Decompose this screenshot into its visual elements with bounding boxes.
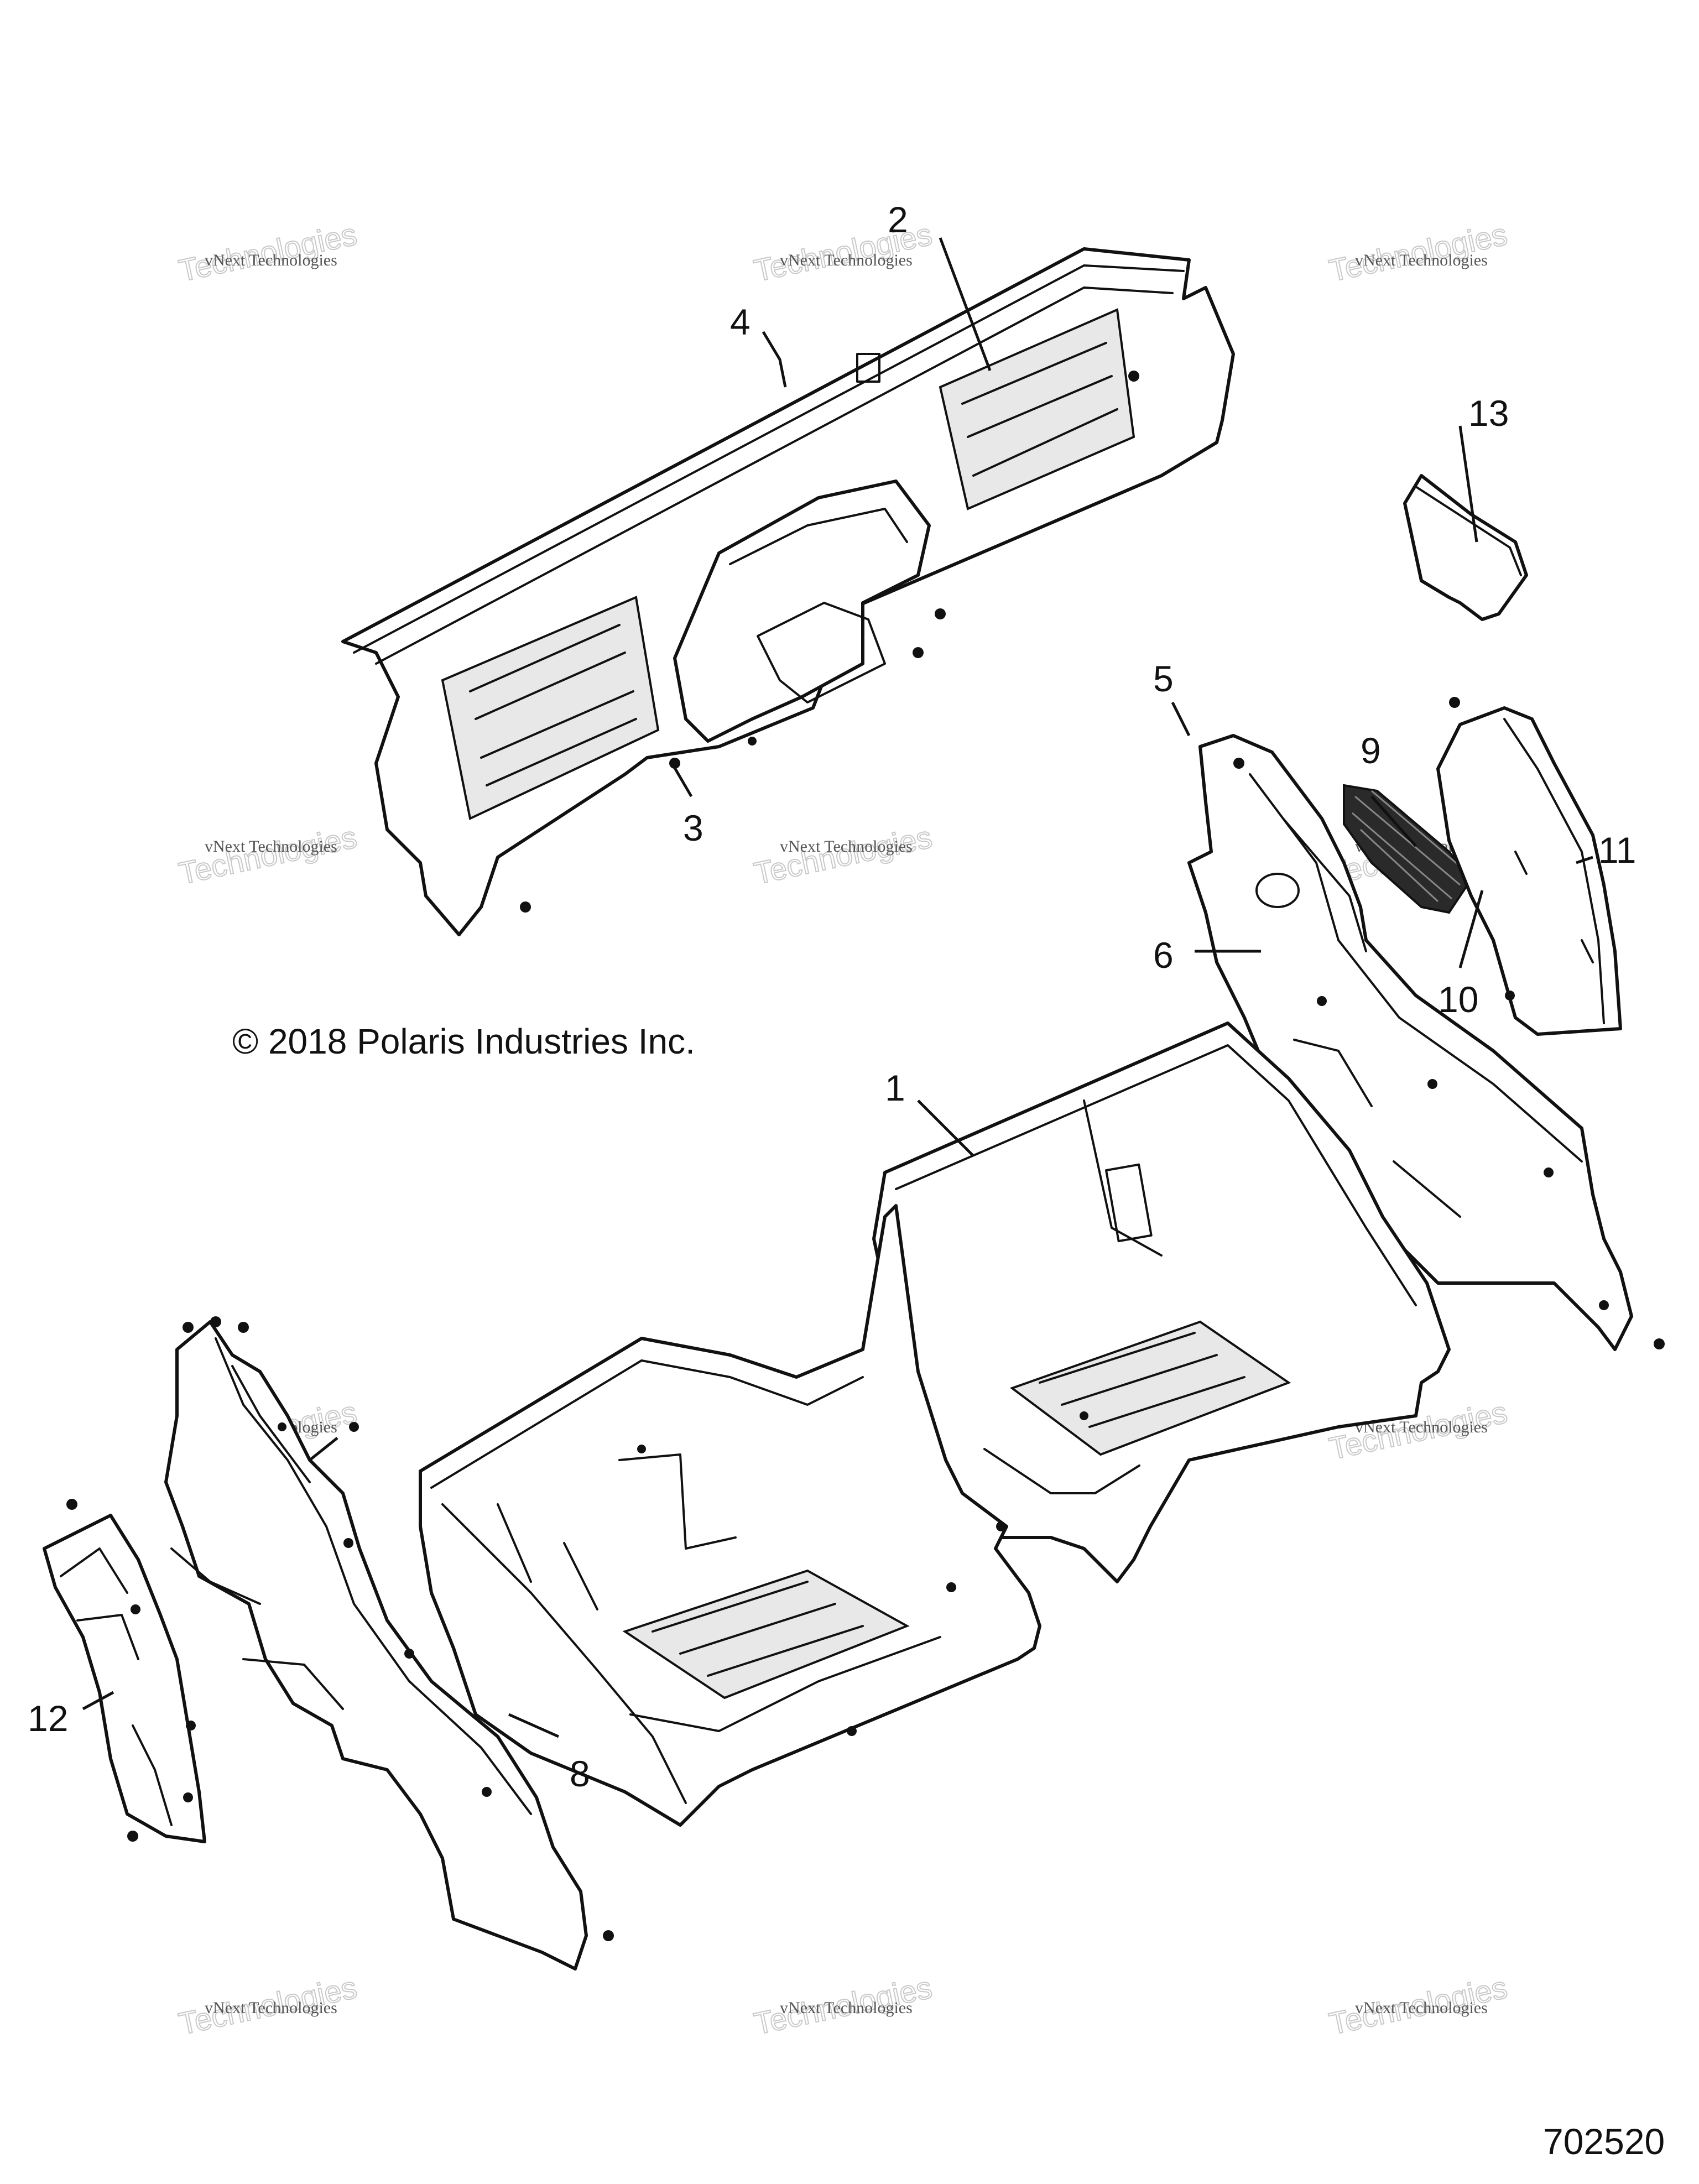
part-11-right-trim-cover [1436, 697, 1622, 1036]
part-6-right-side-panel [1187, 734, 1665, 1351]
callout-8: 8 [570, 1753, 590, 1794]
watermark-text: vNext Technologies [1355, 251, 1488, 269]
watermark-text: vNext Technologies [780, 837, 913, 856]
callout-4: 4 [730, 301, 751, 342]
callout-labels: 2 4 13 5 9 3 11 6 10 1 8 12 [28, 199, 1637, 1794]
watermark-text: vNext Technologies [780, 1999, 913, 2017]
part-9-grille [1343, 784, 1473, 914]
watermark-text: vNext Technologies [780, 251, 913, 269]
figure-number: 702520 [1543, 2121, 1665, 2162]
watermark-text: vNext Technologies [1355, 1999, 1488, 2017]
left-side-panel [164, 1316, 614, 1971]
callout-9: 9 [1361, 730, 1381, 771]
copyright-notice: © 2018 Polaris Industries Inc. [232, 1021, 695, 1061]
callout-6: 6 [1153, 935, 1174, 976]
watermark-text: vNext Technologies [205, 251, 337, 269]
callout-12: 12 [28, 1698, 68, 1739]
leader-lines [82, 237, 1593, 1738]
watermark-text: vNext Technologies [205, 837, 337, 856]
callout-5: 5 [1153, 658, 1174, 699]
callout-10: 10 [1438, 979, 1478, 1020]
part-13-bracket [1403, 474, 1528, 621]
part-12-left-trim [43, 1499, 206, 1843]
callout-11: 11 [1598, 830, 1637, 871]
watermark-text: vNext Technologies [205, 1999, 337, 2017]
part-1-floor-tub [419, 1021, 1451, 1827]
callout-1: 1 [885, 1067, 905, 1108]
callout-2: 2 [888, 199, 908, 240]
callout-13: 13 [1468, 393, 1509, 434]
part-4-rear-panel [341, 247, 1235, 936]
callout-3: 3 [683, 807, 703, 848]
